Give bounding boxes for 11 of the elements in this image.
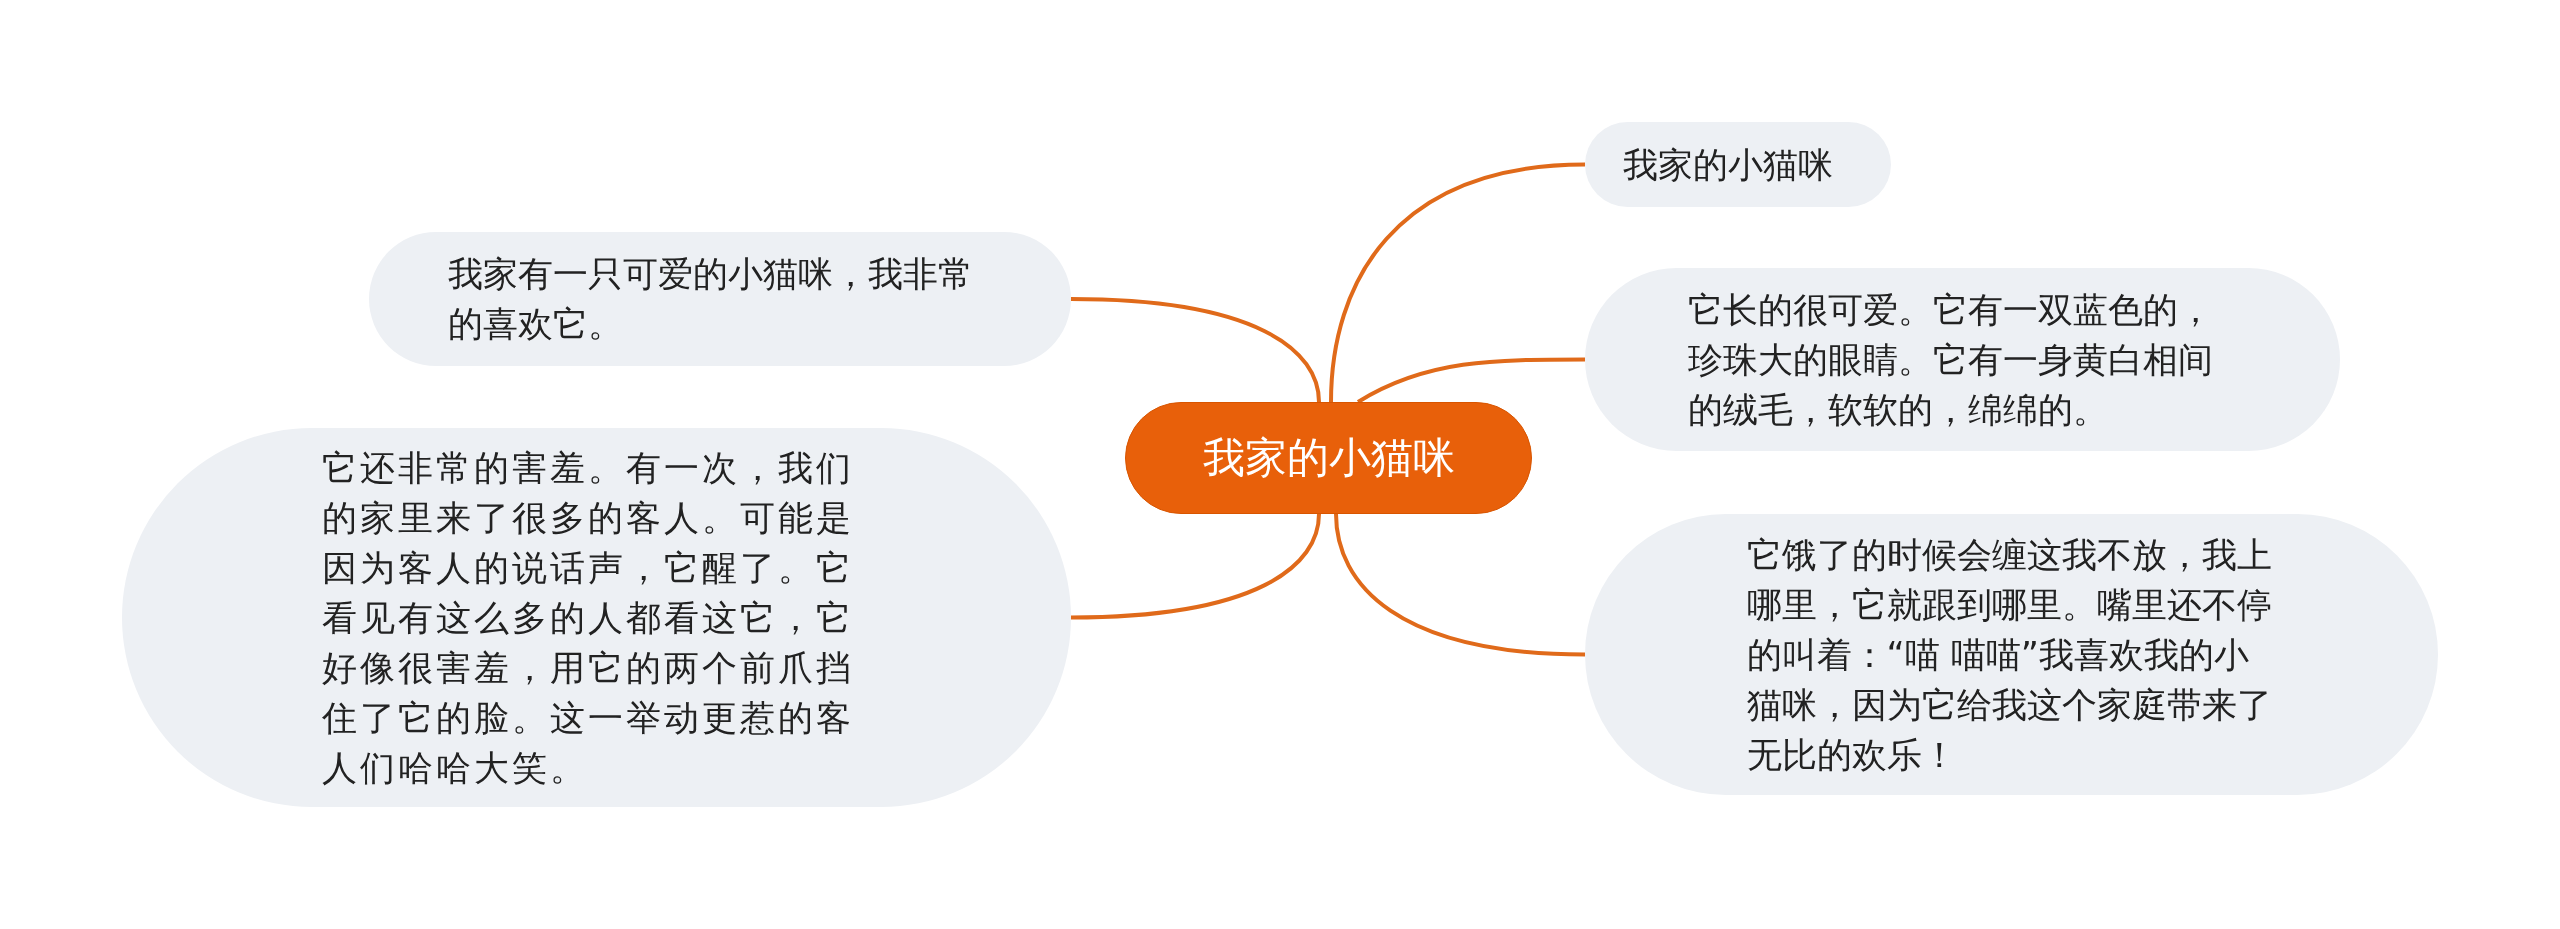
branch-line <box>1070 297 1321 403</box>
central-topic: 我家的小猫咪 <box>1125 402 1532 514</box>
topic-bubble: 我家有一只可爱的小猫咪，我非常的喜欢它。 <box>369 232 1071 366</box>
topic-bubble: 它长的很可爱。它有一双蓝色的，珍珠大的眼睛。它有一身黄白相间的绒毛，软软的，绵绵的。 <box>1585 268 2340 451</box>
branch-line <box>1070 513 1321 620</box>
topic-bubble: 它饿了的时候会缠这我不放，我上哪里，它就跟到哪里。嘴里还不停的叫着：“喵 喵喵”我喜欢我的小猫咪，因为它给我这个家庭带来了无比的欢乐！ <box>1585 514 2438 795</box>
branch-line <box>1334 513 1586 657</box>
branch-line <box>1357 357 1585 404</box>
branch-line <box>1329 162 1586 403</box>
topic-bubble: 它还非常的害羞。有一次，我们的家里来了很多的客人。可能是因为客人的说话声，它醒了。它看见有这么多的人都看这它，它好像很害羞，用它的两个前爪挡住了它的脸。这一举动更惹的客人们哈哈大笑。 <box>122 428 1071 807</box>
topic-bubble: 我家的小猫咪 <box>1585 122 1891 207</box>
